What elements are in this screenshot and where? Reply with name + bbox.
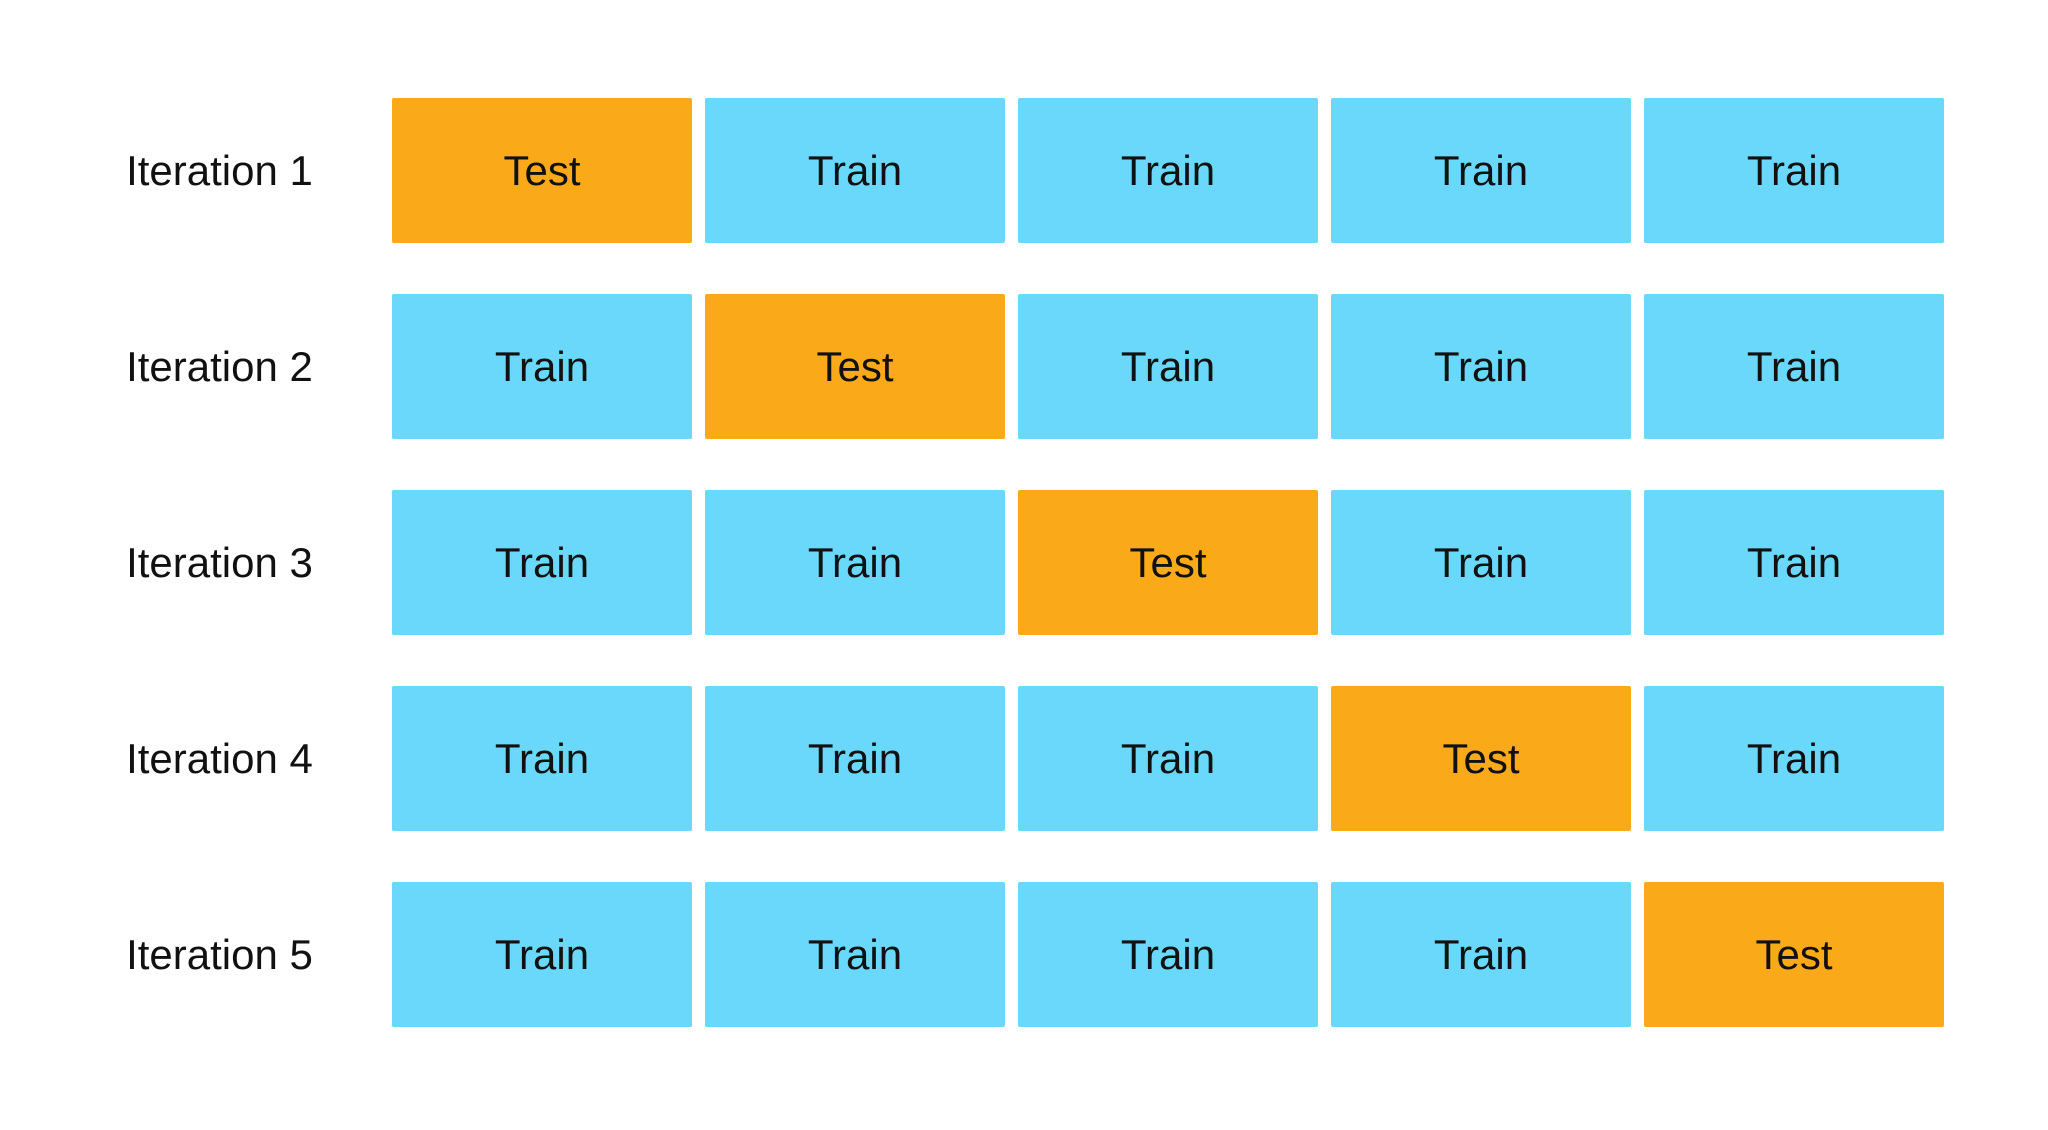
- fold-cell: Train: [705, 490, 1005, 635]
- fold-cell: Train: [705, 98, 1005, 243]
- iteration-row: Iteration 3 Train Train Test Train Train: [60, 490, 2048, 635]
- fold-cell: Train: [1644, 490, 1944, 635]
- iteration-row: Iteration 5 Train Train Train Train Test: [60, 882, 2048, 1027]
- fold-cell: Train: [1644, 294, 1944, 439]
- fold-cell: Train: [1644, 686, 1944, 831]
- fold-cell: Train: [1018, 882, 1318, 1027]
- fold-cell: Test: [1018, 490, 1318, 635]
- iteration-label: Iteration 3: [126, 538, 313, 586]
- fold-cell: Test: [392, 98, 692, 243]
- fold-cell: Train: [1644, 98, 1944, 243]
- fold-cell: Train: [1018, 98, 1318, 243]
- fold-cell: Test: [1644, 882, 1944, 1027]
- fold-cell: Train: [1331, 882, 1631, 1027]
- iteration-label: Iteration 2: [126, 342, 313, 390]
- fold-cell: Train: [392, 294, 692, 439]
- fold-cell: Train: [705, 882, 1005, 1027]
- iteration-label: Iteration 5: [126, 930, 313, 978]
- fold-cell: Train: [392, 882, 692, 1027]
- iteration-row: Iteration 4 Train Train Train Test Train: [60, 686, 2048, 831]
- iteration-row: Iteration 2 Train Test Train Train Train: [60, 294, 2048, 439]
- fold-cell: Train: [1018, 686, 1318, 831]
- fold-cell: Train: [1331, 490, 1631, 635]
- fold-cell: Train: [1331, 294, 1631, 439]
- fold-cell: Test: [1331, 686, 1631, 831]
- fold-cell: Train: [392, 686, 692, 831]
- iteration-row: Iteration 1 Test Train Train Train Train: [60, 98, 2048, 243]
- kfold-cross-validation-diagram: Iteration 1 Test Train Train Train Train…: [60, 98, 2048, 1027]
- fold-cell: Train: [705, 686, 1005, 831]
- iteration-label: Iteration 4: [126, 734, 313, 782]
- fold-cell: Train: [1018, 294, 1318, 439]
- fold-cell: Train: [1331, 98, 1631, 243]
- fold-cell: Test: [705, 294, 1005, 439]
- iteration-label: Iteration 1: [126, 146, 313, 194]
- fold-cell: Train: [392, 490, 692, 635]
